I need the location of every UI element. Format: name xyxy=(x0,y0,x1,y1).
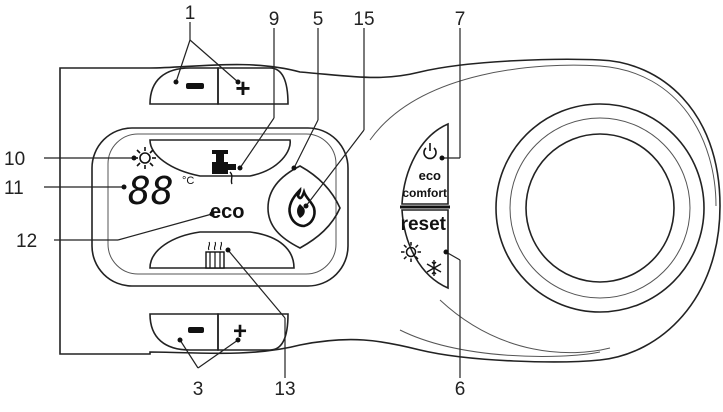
callout-9: 9 xyxy=(269,9,280,30)
eco-comfort-label-comfort: comfort xyxy=(402,186,447,200)
flame-indicator-frame xyxy=(267,165,341,249)
heating-radiator-icon xyxy=(205,241,225,269)
callout-15: 15 xyxy=(353,9,374,30)
callout-5: 5 xyxy=(313,9,324,30)
callout-13: 13 xyxy=(274,379,295,400)
selector-knob-inner-ring xyxy=(509,117,691,299)
display-screen xyxy=(107,133,337,275)
callout-12: 12 xyxy=(16,231,37,252)
temperature-readout: 88 xyxy=(128,169,174,213)
selector-knob-center xyxy=(525,133,675,283)
panel-swoosh-line xyxy=(439,299,611,354)
power-icon xyxy=(423,143,437,160)
callout-1: 1 xyxy=(185,3,196,24)
dhw-arc-segment xyxy=(149,139,291,177)
dhw-plus-button[interactable] xyxy=(217,67,289,105)
callout-6: 6 xyxy=(455,379,466,400)
panel-body-outline xyxy=(59,58,721,363)
callout-3: 3 xyxy=(193,379,204,400)
temperature-unit: °C xyxy=(182,175,194,187)
callout-11: 11 xyxy=(4,178,24,199)
summer-mode-sun-icon xyxy=(401,242,421,262)
panel-swoosh-line xyxy=(369,64,717,207)
upper-plus-minus-buttons: + xyxy=(149,67,289,105)
snowflake-icon xyxy=(426,260,442,276)
sun-icon xyxy=(134,147,156,169)
selector-knob[interactable] xyxy=(495,103,705,313)
minus-sign xyxy=(188,327,204,333)
eco-comfort-button[interactable] xyxy=(401,122,449,205)
eco-indicator: eco xyxy=(210,201,244,223)
reset-mode-button[interactable] xyxy=(401,209,449,290)
plus-sign: + xyxy=(235,73,250,103)
panel-swoosh-line xyxy=(399,329,601,358)
callout-7: 7 xyxy=(455,9,466,30)
heating-arc-segment xyxy=(149,231,295,269)
dhw-tap-icon xyxy=(212,150,236,185)
heating-plus-button[interactable] xyxy=(217,313,289,351)
dhw-minus-button[interactable] xyxy=(149,67,219,105)
mode-buttons: eco comfort reset xyxy=(400,122,450,290)
callout-leader-lines xyxy=(44,22,461,378)
display-bezel xyxy=(91,127,349,287)
reset-label: reset xyxy=(401,214,447,235)
heating-minus-button[interactable] xyxy=(149,313,219,351)
callout-10: 10 xyxy=(4,149,25,170)
flame-indicator xyxy=(267,165,341,249)
minus-sign xyxy=(186,83,204,89)
lower-plus-minus-buttons: + xyxy=(149,313,289,351)
eco-comfort-label-eco: eco xyxy=(419,168,441,183)
